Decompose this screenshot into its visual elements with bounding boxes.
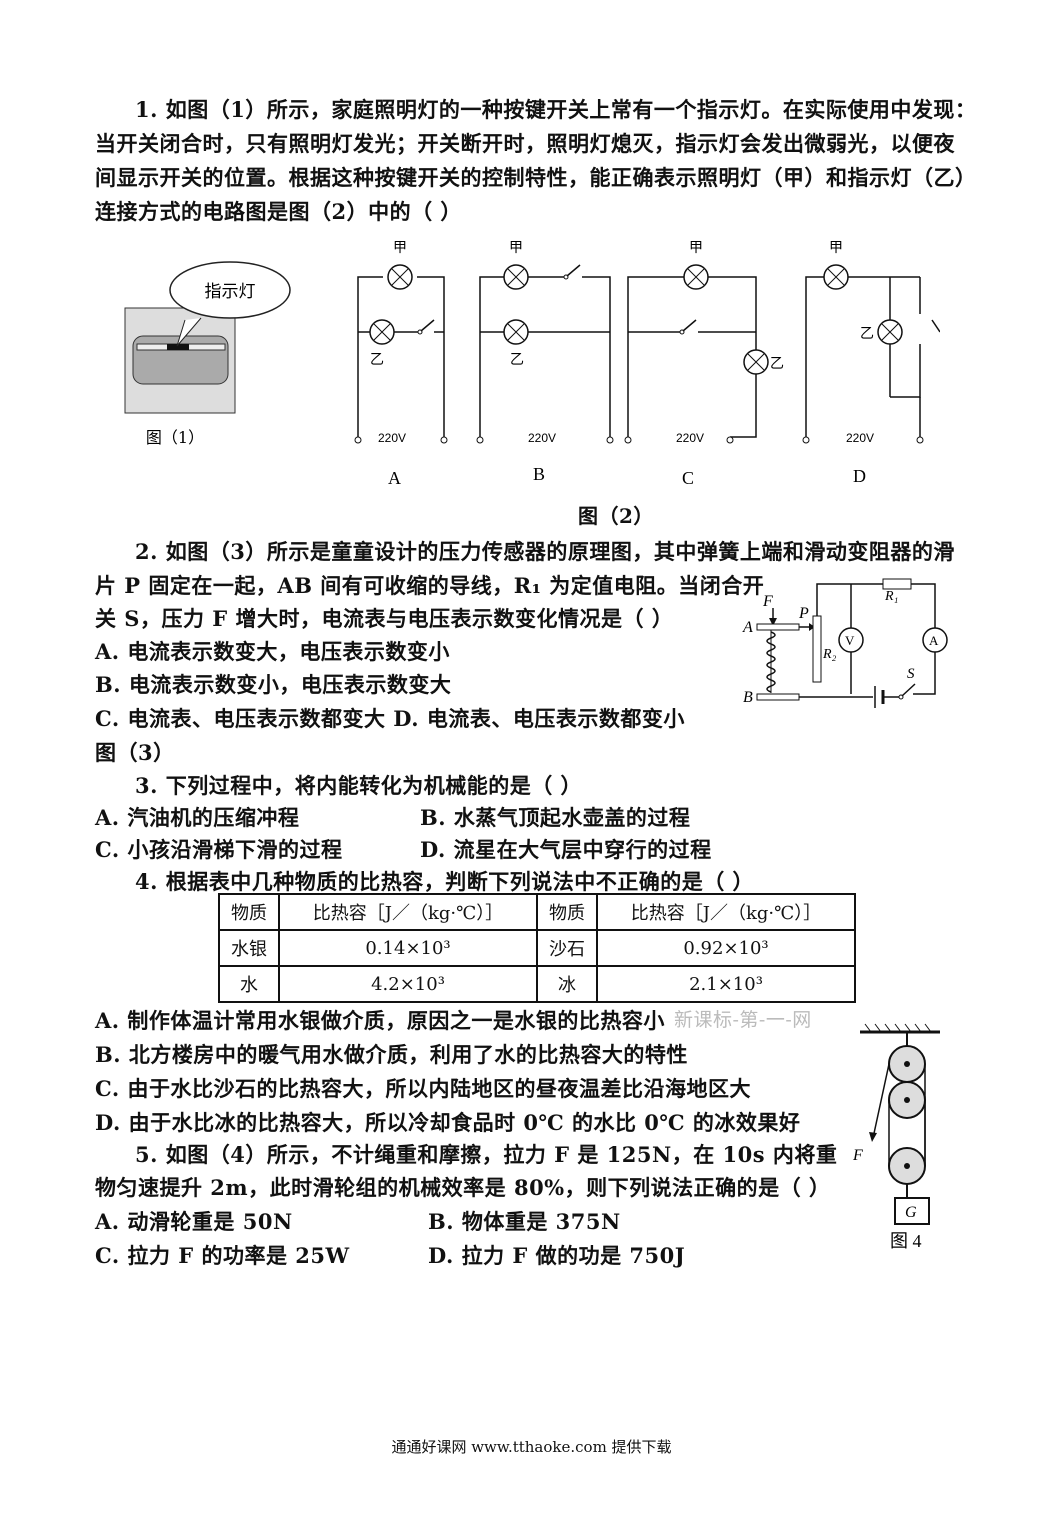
q5-option-b: B. 物体重是 375N	[428, 1209, 621, 1234]
q2-line-2: 片 P 固定在一起，AB 间有可收缩的导线，R₁ 为定值电阻。当闭合开	[95, 573, 765, 598]
circuit-b-option: B	[533, 464, 545, 484]
table-row: 水银 0.14×10³ 沙石 0.92×10³	[218, 929, 856, 967]
fig3-label-r2: R₂	[822, 647, 837, 662]
q1-line-4: 连接方式的电路图是图（2）中的（ ）	[95, 199, 462, 224]
circuit-c: 甲 乙 220V C	[624, 239, 784, 488]
q1-line-1: 1. 如图（1）所示，家庭照明灯的一种按键开关上常有一个指示灯。在实际使用中发现…	[135, 97, 977, 122]
circuit-d-voltage: 220V	[846, 431, 874, 445]
figure-1-switch: 指示灯 图（1）	[124, 261, 291, 447]
fig3-ammeter-label: A	[929, 633, 939, 648]
fig3-voltmeter-label: V	[845, 633, 855, 648]
table-cell: 水	[218, 965, 280, 1003]
circuit-a-voltage: 220V	[378, 431, 406, 445]
table-header-cell: 物质	[218, 893, 280, 931]
fig4-label-f: F	[852, 1147, 863, 1164]
specific-heat-table: 物质 比热容［J／（kg·℃）］ 物质 比热容［J／（kg·℃）］ 水银 0.1…	[218, 893, 856, 1003]
circuit-c-lamp-yi-label: 乙	[770, 355, 784, 371]
q2-option-a: A. 电流表示数变大，电压表示数变小	[95, 639, 450, 664]
q3-line: 3. 下列过程中，将内能转化为机械能的是（ ）	[135, 773, 583, 798]
circuit-a-lamp-jia-label: 甲	[393, 239, 407, 255]
fig3-label-s: S	[907, 666, 915, 682]
fig3-label-p: P	[798, 605, 809, 622]
fig3-label-a: A	[742, 619, 753, 636]
q3-option-c: C. 小孩沿滑梯下滑的过程	[95, 837, 343, 862]
figure-3-pressure-sensor: F P A R₂ B R₁ A V S	[742, 578, 948, 708]
circuit-c-voltage: 220V	[676, 431, 704, 445]
watermark-text: 新课标-第-一-网	[674, 1009, 812, 1031]
q5-line-2: 物匀速提升 2m，此时滑轮组的机械效率是 80%，则下列说法正确的是（ ）	[95, 1175, 831, 1200]
q1-line-3: 间显示开关的位置。根据这种按键开关的控制特性，能正确表示照明灯（甲）和指示灯（乙…	[95, 165, 977, 190]
fig3-label-f: F	[762, 593, 773, 610]
q4-option-a: A. 制作体温计常用水银做介质，原因之一是水银的比热容小	[95, 1008, 665, 1033]
table-header-cell: 比热容［J／（kg·℃）］	[596, 893, 856, 931]
circuit-c-option: C	[682, 468, 694, 488]
q2-option-b: B. 电流表示数变小，电压表示数变大	[95, 672, 452, 697]
table-cell: 4.2×10³	[278, 965, 538, 1003]
q4-option-b: B. 北方楼房中的暖气用水做介质，利用了水的比热容大的特性	[95, 1042, 688, 1067]
fig3-label-b: B	[743, 689, 753, 706]
fig4-caption: 图 4	[890, 1231, 922, 1251]
table-cell: 0.92×10³	[596, 929, 856, 967]
table-cell: 2.1×10³	[596, 965, 856, 1003]
circuit-b-voltage: 220V	[528, 431, 556, 445]
table-cell: 0.14×10³	[278, 929, 538, 967]
q5-option-a: A. 动滑轮重是 50N	[95, 1209, 293, 1234]
q4-line: 4. 根据表中几种物质的比热容，判断下列说法中不正确的是（ ）	[135, 869, 755, 894]
figure-1-bubble-label: 指示灯	[205, 282, 256, 301]
circuit-d-lamp-jia-label: 甲	[829, 239, 843, 255]
circuit-b: 甲 乙 220V B	[476, 239, 614, 484]
table-cell: 水银	[218, 929, 280, 967]
q2-line-3: 关 S，压力 F 增大时，电流表与电压表示数变化情况是（ ）	[95, 606, 674, 631]
table-cell: 冰	[536, 965, 598, 1003]
figure-2-circuits: 甲 乙 220V A 甲 乙 220V B	[354, 239, 940, 488]
circuit-a: 甲 乙 220V A	[354, 239, 448, 488]
circuit-b-lamp-yi-label: 乙	[510, 351, 524, 367]
figure-1-caption: 图（1）	[146, 428, 204, 447]
circuit-b-lamp-jia-label: 甲	[509, 239, 523, 255]
table-row: 水 4.2×10³ 冰 2.1×10³	[218, 965, 856, 1003]
circuit-a-lamp-yi-label: 乙	[370, 351, 384, 367]
q3-option-d: D. 流星在大气层中穿行的过程	[420, 837, 712, 862]
circuit-a-option: A	[388, 468, 401, 488]
circuit-d-lamp-yi-label: 乙	[860, 325, 874, 341]
table-header-cell: 比热容［J／（kg·℃）］	[278, 893, 538, 931]
circuit-d: 甲 乙 220V D	[802, 239, 940, 486]
figure-4-pulley: G F 图 4	[852, 1023, 940, 1251]
q2-line-1: 2. 如图（3）所示是童童设计的压力传感器的原理图，其中弹簧上端和滑动变阻器的滑	[135, 539, 955, 564]
fig4-label-g: G	[905, 1204, 917, 1221]
table-header-cell: 物质	[536, 893, 598, 931]
fig3-label-r1: R₁	[884, 589, 898, 604]
q4-option-c: C. 由于水比沙石的比热容大，所以内陆地区的昼夜温差比沿海地区大	[95, 1076, 751, 1101]
circuit-d-option: D	[853, 466, 866, 486]
q4-option-d: D. 由于水比冰的比热容大，所以冷却食品时 0℃ 的水比 0℃ 的冰效果好	[95, 1110, 801, 1135]
q2-option-cd: C. 电流表、电压表示数都变大 D. 电流表、电压表示数都变小	[95, 706, 685, 731]
circuit-c-lamp-jia-label: 甲	[689, 239, 703, 255]
table-header-row: 物质 比热容［J／（kg·℃）］ 物质 比热容［J／（kg·℃）］	[218, 893, 856, 931]
table-cell: 沙石	[536, 929, 598, 967]
page-footer: 通通好课网 www.tthaoke.com 提供下载	[391, 1438, 672, 1456]
q3-option-a: A. 汽油机的压缩冲程	[95, 805, 300, 830]
q3-option-b: B. 水蒸气顶起水壶盖的过程	[420, 805, 691, 830]
q5-option-c: C. 拉力 F 的功率是 25W	[95, 1243, 350, 1268]
q5-line-1: 5. 如图（4）所示，不计绳重和摩擦，拉力 F 是 125N，在 10s 内将重	[135, 1142, 838, 1167]
q2-fig-caption: 图（3）	[95, 740, 175, 765]
q1-line-2: 当开关闭合时，只有照明灯发光；开关断开时，照明灯熄灭，指示灯会发出微弱光，以便夜	[95, 131, 955, 156]
figure-2-caption: 图（2）	[578, 504, 654, 528]
q5-option-d: D. 拉力 F 做的功是 750J	[428, 1243, 686, 1268]
